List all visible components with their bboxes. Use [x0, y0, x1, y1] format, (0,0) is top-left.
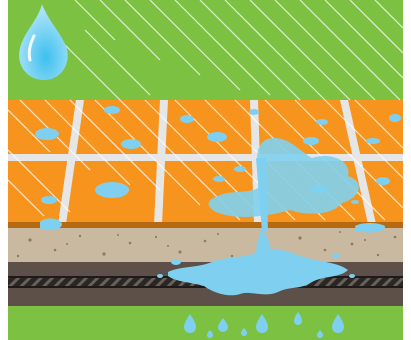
water-puddles — [35, 106, 401, 233]
falling-drops — [184, 312, 344, 338]
leaking-water — [157, 158, 355, 296]
sand-layer — [8, 228, 403, 262]
grass-bottom — [8, 306, 403, 340]
base-layer — [8, 288, 403, 306]
water-drop-icon — [19, 4, 68, 80]
grass-background — [8, 0, 403, 100]
